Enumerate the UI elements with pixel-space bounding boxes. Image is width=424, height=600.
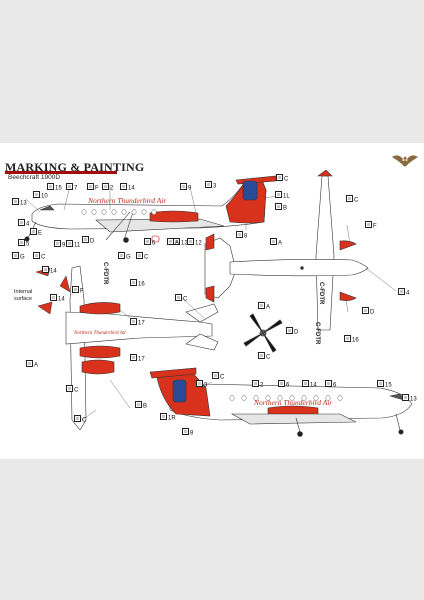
callout: A	[26, 360, 38, 370]
callout: C	[175, 294, 187, 304]
callout: 17	[130, 354, 145, 364]
callout: D	[82, 236, 94, 246]
callout: 10	[33, 191, 48, 201]
callout: A	[258, 302, 270, 312]
bottom-view	[65, 265, 219, 431]
callout: 15	[377, 380, 392, 390]
callout: C	[74, 415, 86, 425]
callout: E	[30, 228, 42, 238]
callout: B	[135, 401, 147, 411]
title-underline	[5, 171, 117, 174]
page-title: MARKING & PAINTING	[5, 160, 145, 174]
callout: 8	[236, 231, 247, 241]
callout: 14	[42, 266, 57, 276]
livery-text-side-2: Northern Thunderbird Air	[253, 398, 332, 407]
callout: 12	[187, 238, 202, 248]
callout: C	[66, 385, 78, 395]
callout: A	[167, 238, 179, 248]
callout: 6	[325, 380, 336, 390]
internal-surface-note: Internal surface	[14, 289, 33, 302]
callout: G	[12, 252, 25, 262]
callout: 16	[344, 335, 359, 345]
callout: 7	[66, 183, 77, 193]
owl-logo-icon	[392, 155, 418, 167]
callout: 9	[54, 240, 65, 250]
callout: 6	[144, 238, 155, 248]
livery-text-bottom: Northern Thunderbird Air	[73, 331, 126, 336]
propeller-detail	[243, 313, 283, 353]
callout: 15	[47, 183, 62, 193]
callout: 6	[278, 380, 289, 390]
callout: 1R	[160, 413, 176, 423]
registration-top: C-FDTR	[318, 282, 324, 305]
callout: 14	[50, 294, 65, 304]
callout: G	[118, 252, 131, 262]
callout: 16	[130, 279, 145, 289]
callout: 13	[402, 394, 417, 404]
callout: D	[362, 307, 374, 317]
callout: 5	[18, 239, 29, 249]
callout: 3	[196, 380, 207, 390]
side-view-left	[24, 175, 277, 243]
callout: 2	[102, 183, 113, 193]
callout: 4	[398, 288, 409, 298]
callout: 8	[182, 428, 193, 438]
callout: C	[258, 352, 270, 362]
livery-text-side-1: Northern Thunderbird Air	[87, 196, 166, 205]
callout: 4	[18, 219, 29, 229]
aircraft-model-label: Beechcraft 1900D	[8, 174, 61, 181]
callout: C	[346, 195, 358, 205]
callout: D	[286, 327, 298, 337]
callout: B	[275, 203, 287, 213]
callout: F	[87, 183, 99, 193]
registration-bottom: C-FDTR	[102, 262, 108, 285]
side-view-right	[149, 367, 413, 437]
callout: F	[365, 221, 377, 231]
callout: C	[212, 372, 224, 382]
callout: 3	[205, 181, 216, 191]
callout: 17	[130, 318, 145, 328]
callout: 13	[12, 198, 27, 208]
callout: 9	[180, 183, 191, 193]
callout: 2	[252, 380, 263, 390]
callout: 11	[66, 240, 80, 250]
callout: C	[33, 252, 45, 262]
callout: 14	[120, 183, 135, 193]
top-view	[204, 169, 369, 331]
callout: C	[136, 252, 148, 262]
callout: 14	[302, 380, 317, 390]
callout: F	[72, 286, 84, 296]
callout: A	[270, 238, 282, 248]
leader-lines	[25, 185, 397, 421]
registration-top-wing: C-FDTR	[314, 322, 320, 345]
callout: 1L	[275, 191, 290, 201]
callout: C	[276, 174, 288, 184]
